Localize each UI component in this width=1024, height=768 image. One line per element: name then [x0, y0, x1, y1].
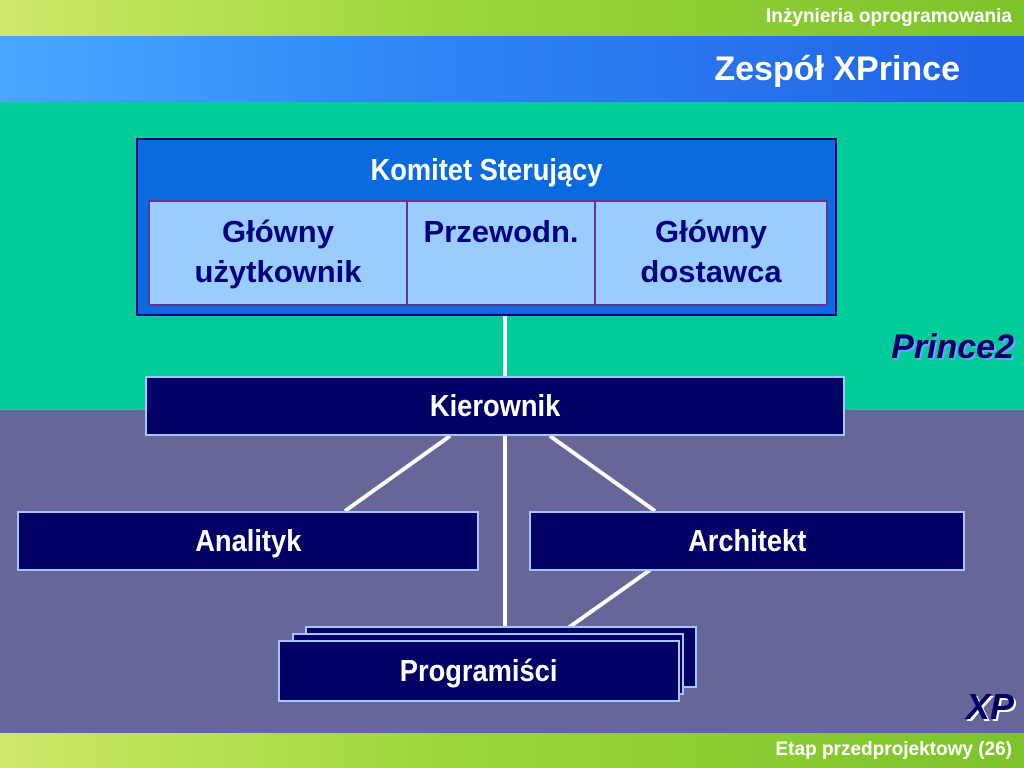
connector-manager-analyst — [343, 434, 452, 513]
course-name: Inżynieria oprogramowania — [766, 6, 1012, 27]
footer-text: Etap przedprojektowy (26) — [775, 739, 1013, 760]
programmers-box: Programiści — [278, 640, 680, 702]
slide-title: Zespół XPrince — [714, 50, 960, 88]
connector-architect-programmers — [566, 568, 652, 630]
steering-committee: Komitet Sterujący Główny użytkownik Prze… — [136, 138, 837, 316]
member-senior-user: Główny użytkownik — [150, 202, 408, 304]
member-executive: Przewodn. — [408, 202, 596, 304]
architect-box: Architekt — [529, 511, 965, 571]
analyst-box: Analityk — [17, 511, 479, 571]
member-senior-supplier: Główny dostawca — [640, 214, 782, 289]
manager-label: Kierownik — [429, 388, 561, 423]
programmers-label: Programiści — [400, 653, 558, 688]
prince2-label: Prince2 — [891, 328, 1014, 366]
top-bar: Inżynieria oprogramowania — [0, 0, 1024, 36]
title-bar: Zespół XPrince — [0, 36, 1024, 102]
architect-label: Architekt — [687, 523, 807, 558]
connector-manager-architect — [548, 434, 657, 513]
manager-box: Kierownik — [145, 376, 845, 436]
xp-label: XP — [965, 686, 1014, 727]
committee-members: Główny użytkownik Przewodn. Główny dosta… — [148, 200, 828, 306]
analyst-label: Analityk — [194, 523, 302, 558]
bottom-bar: Etap przedprojektowy (26) — [0, 733, 1024, 768]
committee-title: Komitet Sterujący — [370, 152, 603, 187]
